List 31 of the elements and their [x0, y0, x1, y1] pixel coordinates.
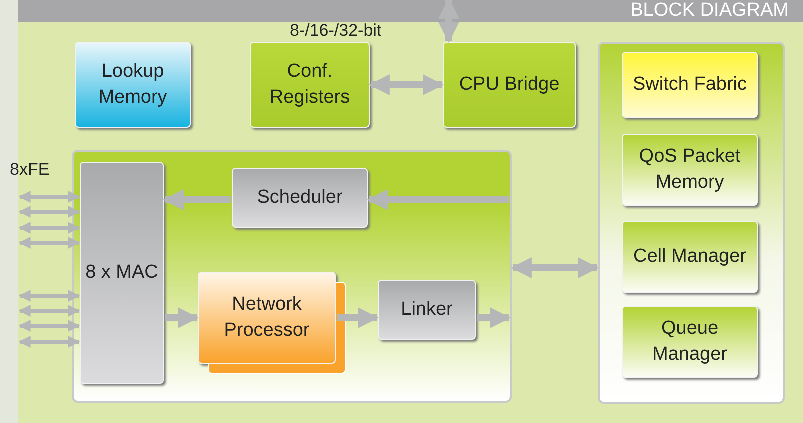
arrow — [366, 190, 509, 210]
arrow — [18, 336, 80, 348]
arrow — [18, 290, 80, 302]
diagram-title: BLOCK DIAGRAM — [630, 0, 789, 22]
manager-block: Cell Manager — [622, 221, 758, 293]
arrow — [18, 305, 80, 317]
arrow — [162, 190, 231, 210]
manager-block: Queue Manager — [622, 306, 758, 378]
arrow — [438, 0, 460, 44]
mac-block: 8 x MAC — [80, 162, 164, 384]
arrow — [477, 308, 512, 328]
arrow — [510, 258, 600, 278]
memory-block: QoS Packet Memory — [622, 134, 758, 206]
arrow — [18, 237, 80, 249]
group-panel — [598, 42, 785, 404]
group-panel — [72, 150, 512, 403]
bridge-block: CPU Bridge — [443, 42, 576, 128]
linker-block: Linker — [378, 280, 476, 340]
scheduler-block: Scheduler — [232, 168, 368, 228]
port-label: 8xFE — [10, 160, 50, 180]
arrow — [18, 222, 80, 234]
fabric-block: Switch Fabric — [622, 52, 758, 118]
arrow — [368, 74, 444, 96]
edge-label: 8-/16-/32-bit — [290, 22, 382, 40]
register-block: Conf. Registers — [250, 42, 370, 128]
memory-block: Lookup Memory — [75, 42, 191, 128]
arrow — [18, 320, 80, 332]
arrow — [165, 308, 200, 328]
arrow — [337, 308, 380, 328]
arrow — [18, 206, 80, 218]
arrow — [18, 191, 80, 203]
